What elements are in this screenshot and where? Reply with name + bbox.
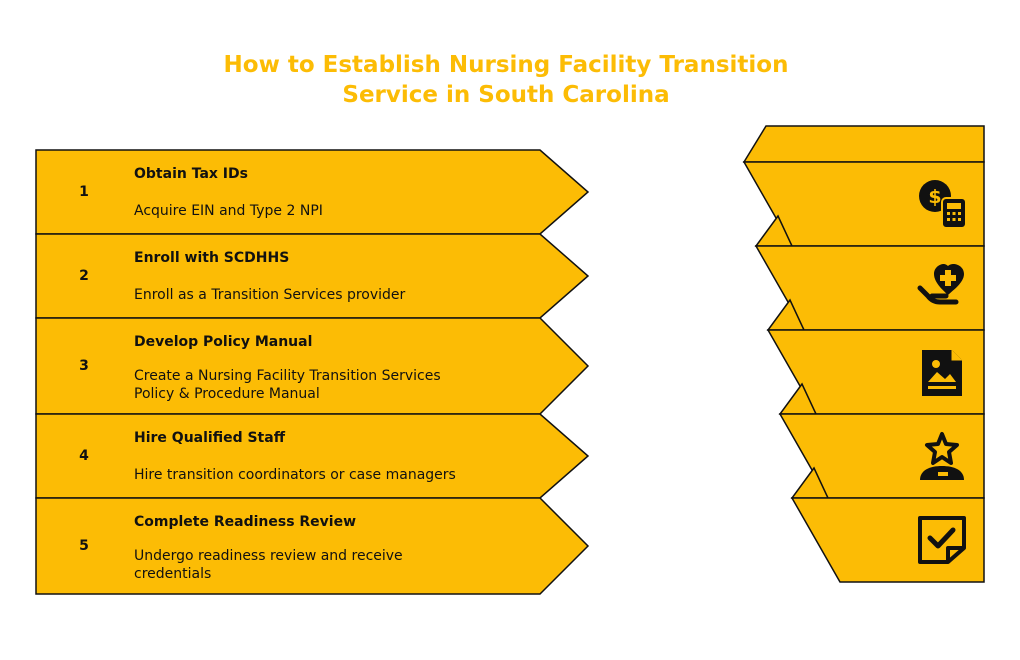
hand-heart-plus-icon bbox=[917, 264, 964, 305]
document-image-icon bbox=[922, 350, 962, 396]
step-band-4 bbox=[35, 413, 590, 499]
step-heading: Enroll with SCDHHS bbox=[134, 250, 290, 266]
ribbon-top-flap bbox=[742, 125, 985, 163]
step-band-1 bbox=[35, 149, 590, 235]
money-calculator-icon: $ bbox=[919, 180, 967, 229]
person-star-icon bbox=[920, 432, 964, 480]
step-heading: Obtain Tax IDs bbox=[134, 166, 248, 182]
step-heading: Complete Readiness Review bbox=[134, 514, 357, 530]
step-band-5 bbox=[35, 497, 590, 595]
svg-text:$: $ bbox=[928, 186, 941, 208]
step-number: 2 bbox=[79, 268, 89, 284]
step-number: 5 bbox=[79, 538, 89, 554]
diagram-title-line-1: How to Establish Nursing Facility Transi… bbox=[223, 52, 789, 78]
step-band-3 bbox=[35, 317, 590, 415]
step-description: Undergo readiness review and receive cre… bbox=[134, 548, 403, 582]
step-heading: Develop Policy Manual bbox=[134, 334, 313, 350]
step-band-2 bbox=[35, 233, 590, 319]
step-number: 4 bbox=[79, 448, 89, 464]
checkbox-icon bbox=[918, 516, 966, 564]
step-description: Hire transition coordinators or case man… bbox=[134, 467, 456, 483]
step-description: Create a Nursing Facility Transition Ser… bbox=[134, 368, 441, 402]
step-bands bbox=[35, 149, 590, 595]
step-description: Enroll as a Transition Services provider bbox=[134, 287, 406, 303]
step-number: 1 bbox=[79, 184, 89, 200]
ribbon-5 bbox=[790, 497, 985, 583]
step-description: Acquire EIN and Type 2 NPI bbox=[134, 203, 323, 219]
diagram-title-line-2: Service in South Carolina bbox=[342, 82, 670, 108]
step-number: 3 bbox=[79, 358, 89, 374]
step-heading: Hire Qualified Staff bbox=[134, 430, 286, 446]
